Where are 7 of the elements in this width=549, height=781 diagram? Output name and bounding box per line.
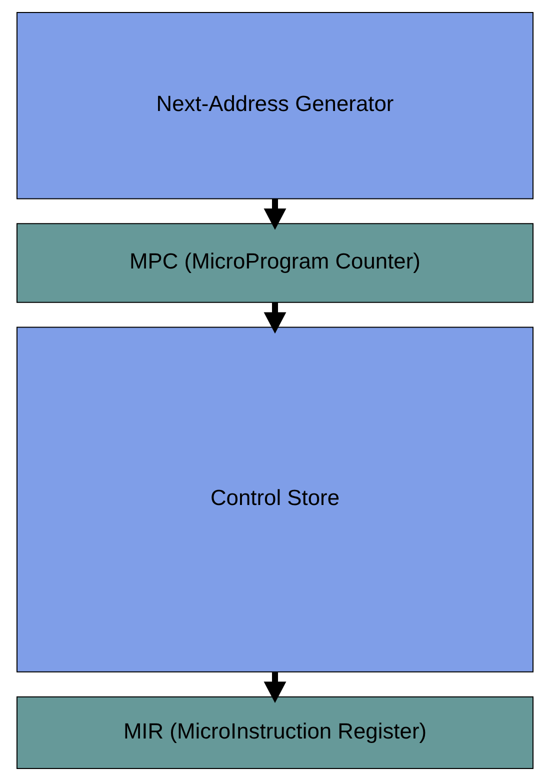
node-box: Next-Address Generator (16, 12, 534, 200)
arrow (263, 302, 286, 334)
node-box: MPC (MicroProgram Counter) (16, 223, 534, 303)
arrow (263, 198, 286, 230)
node-box: Control Store (16, 326, 534, 672)
arrow (263, 672, 286, 703)
node-box: MIR (MicroInstruction Register) (16, 696, 534, 770)
